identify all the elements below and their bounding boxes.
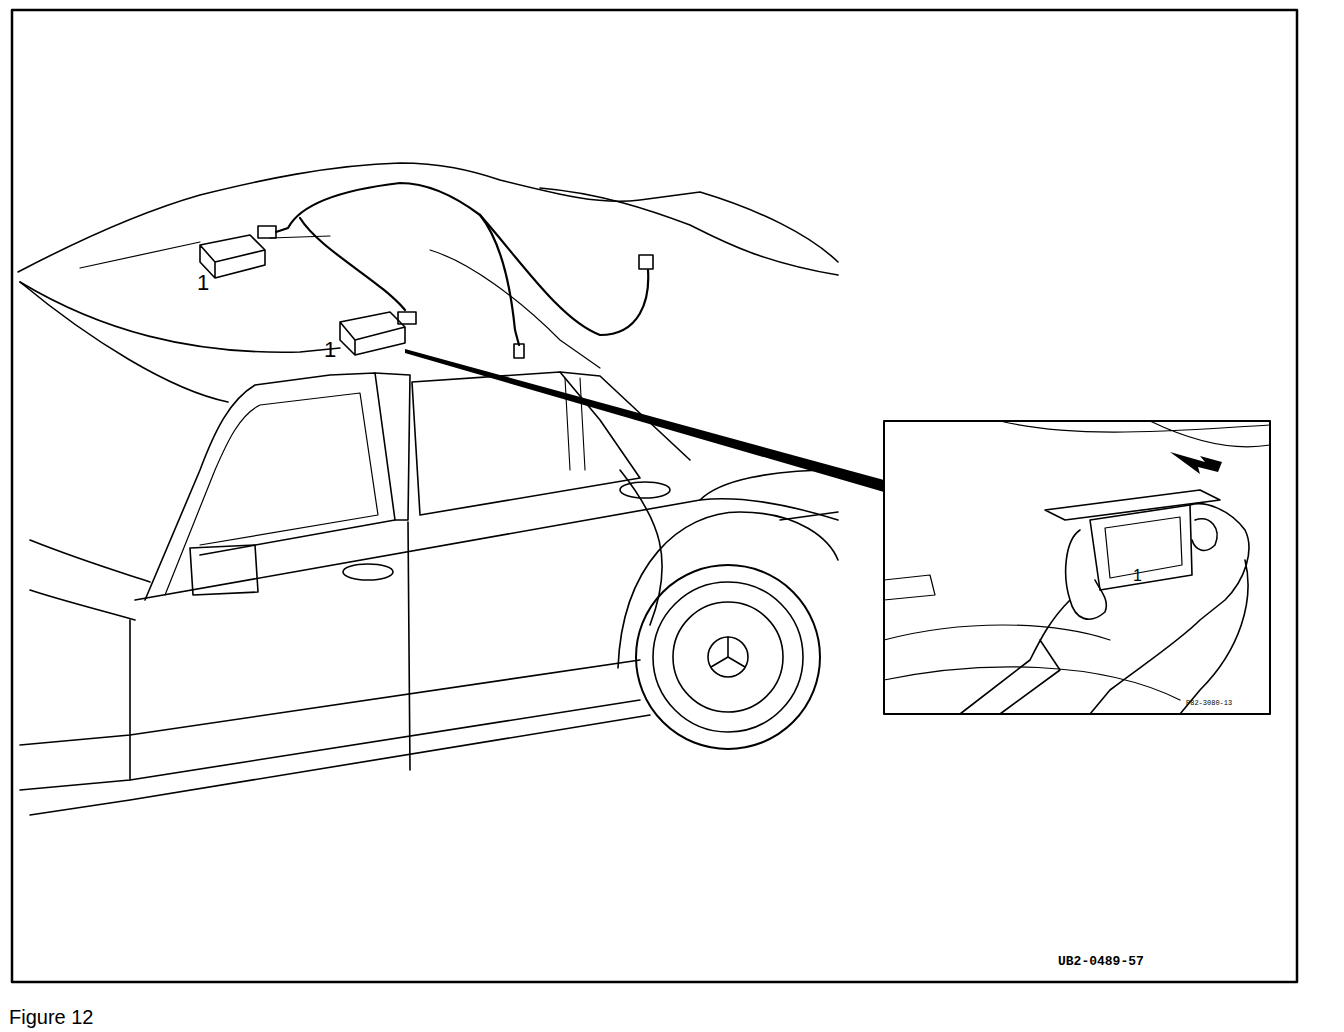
- inset-drawing-number: P82-3080-13: [1186, 700, 1232, 707]
- callout-number: 1: [324, 339, 336, 361]
- callout-number: 1: [197, 272, 209, 294]
- car-body: [18, 163, 838, 815]
- inset-detail: [884, 421, 1270, 714]
- drawing-number: UB2-0489-57: [1058, 955, 1144, 968]
- leader-wedge: [405, 349, 884, 492]
- figure-frame: [12, 10, 1297, 982]
- callout-number: 1: [1133, 568, 1142, 584]
- figure-caption: Figure 12: [9, 1007, 94, 1027]
- wiring-harness: [258, 183, 653, 358]
- reading-lamps: [200, 235, 405, 355]
